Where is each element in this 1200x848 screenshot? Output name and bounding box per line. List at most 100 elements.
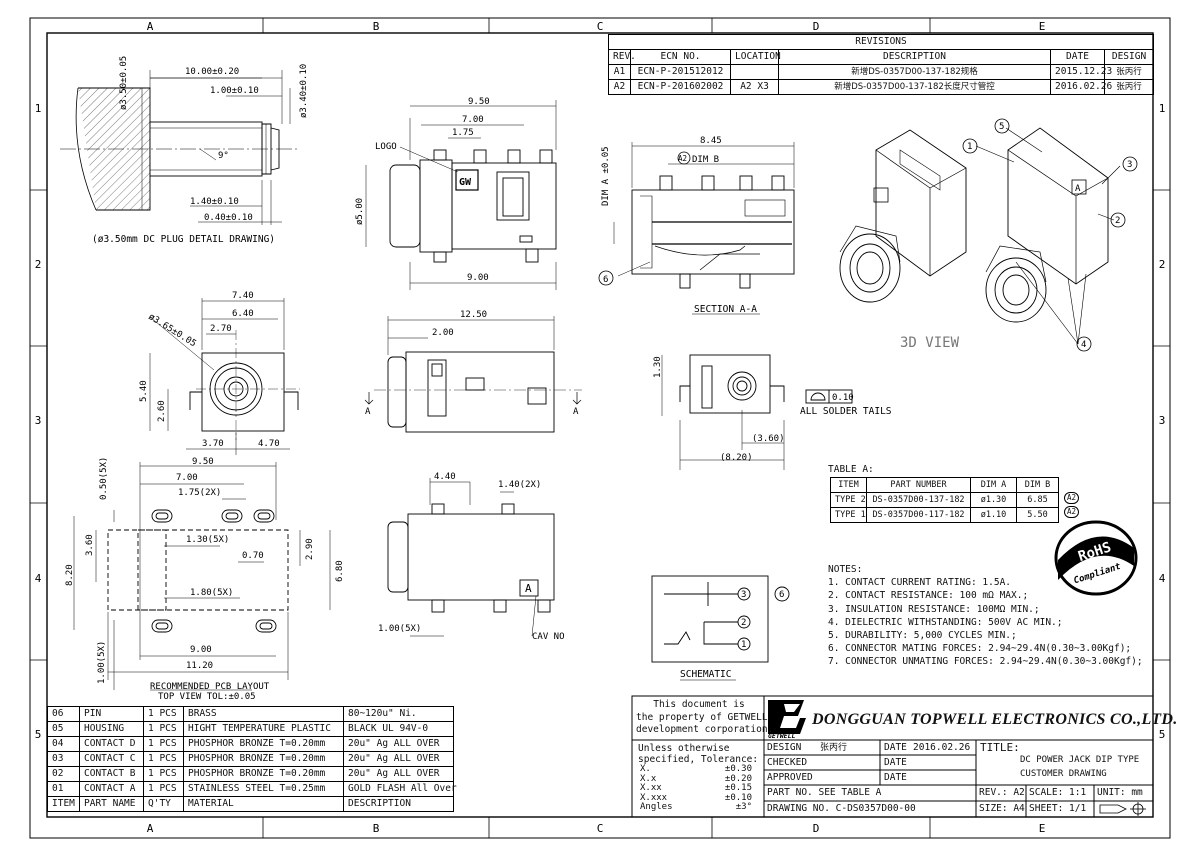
rev-header-design: DESIGN (1103, 49, 1155, 65)
table-a-rev-mark: A2 (1064, 506, 1080, 518)
balloon-5: 5 (999, 122, 1004, 132)
schematic-pin-2: 2 (741, 618, 746, 628)
company-name: DONGGUAN TOPWELL ELECTRONICS CO.,LTD. (812, 711, 1178, 728)
rev-header-ecn: ECN NO. (630, 49, 731, 65)
pcb-dim-290: 2.90 (305, 538, 315, 560)
table-a-title: TABLE A: (828, 464, 874, 475)
title-block-frame (631, 695, 1154, 818)
front-dim-470: 4.70 (258, 439, 280, 449)
zone-column-label: E (1039, 822, 1046, 835)
plug-dim-length: 10.00±0.20 (185, 67, 239, 77)
schematic-text: 3 2 1 6 SCHEMATIC (680, 590, 784, 680)
zone-column-label: B (373, 822, 380, 835)
top-dim-dia5: ø5.00 (355, 198, 365, 225)
balloon-1: 1 (967, 142, 972, 152)
top-dim-900: 9.00 (467, 273, 489, 283)
pcb-dim-700: 7.00 (176, 473, 198, 483)
note-item: 4. DIELECTRIC WITHSTANDING: 500V AC MIN.… (828, 616, 1063, 628)
rev-header-rev: REV. (608, 49, 636, 65)
view-3d-text: 3D VIEW 1 2 3 4 5 A (900, 122, 1132, 351)
note-item: 6. CONNECTOR MATING FORCES: 2.94~29.4N(0… (828, 643, 1132, 655)
revisions-heading: REVISIONS (607, 34, 1155, 50)
balloon-4: 4 (1081, 340, 1086, 350)
schematic-title: SCHEMATIC (680, 669, 731, 680)
sheet-field: SHEET: 1/1 (1029, 803, 1087, 814)
schematic (651, 575, 790, 681)
unit-field: UNIT: mm (1097, 787, 1143, 798)
logo-label: LOGO (375, 142, 397, 152)
part-no: PART NO. SEE TABLE A (767, 787, 882, 798)
section-dim-b: DIM B (692, 155, 719, 165)
jack-end-view (661, 354, 853, 470)
pcb-subcaption: TOP VIEW TOL:±0.05 (158, 692, 256, 702)
plug-detail-drawing (60, 70, 300, 225)
end-dim-820: (8.20) (720, 453, 753, 463)
plug-dim-tip: 1.00±0.10 (210, 86, 259, 96)
pcb-dim-070: 0.70 (242, 551, 264, 561)
approved-date-label: DATE (884, 772, 907, 783)
flatness-value: 0.10 (832, 393, 854, 403)
checked-label: CHECKED (767, 757, 808, 768)
pcb-dim-360: 3.60 (85, 534, 95, 556)
zone-row-label: 3 (1159, 414, 1166, 427)
view-3d-illustration (839, 118, 1138, 352)
section-dim-a: DIM A ±0.05 (601, 146, 611, 206)
jack-front-view (149, 298, 300, 455)
schematic-balloon-6: 6 (779, 590, 784, 600)
getwell-logo: GETWELL (768, 700, 806, 740)
jack-bottom-view-text: 4.40 1.40(2X) 1.00(5X) CAV NO A (378, 472, 565, 642)
schematic-pin-1: 1 (741, 640, 746, 650)
property-note: This document is the property of GETWELL… (636, 699, 774, 735)
front-dim-270: 2.70 (210, 324, 232, 334)
section-balloon-6: 6 (603, 275, 608, 285)
bottom-dim-100: 1.00(5X) (378, 624, 421, 634)
end-dim-360: (3.60) (752, 434, 785, 444)
pcb-dim-050: 0.50(5X) (99, 457, 109, 500)
plug-dim-dia-outer: ø3.50±0.05 (119, 56, 129, 110)
zone-column-label: A (147, 822, 154, 835)
zone-column-label: D (813, 822, 820, 835)
plug-dim-edge: 0.40±0.10 (204, 213, 253, 223)
getwell-logo-text: GETWELL (768, 732, 795, 740)
logo-gw: GW (459, 177, 472, 188)
note-item: 5. DURABILITY: 5,000 CYCLES MIN.; (828, 630, 1017, 642)
rev-field: REV.: A2 (979, 787, 1025, 798)
schematic-pin-3: 3 (741, 590, 746, 600)
revisions-table: REVISIONS REV. ECN NO. LOCATION DESCRIPT… (607, 34, 1155, 95)
sheet-frame (29, 17, 1171, 839)
zone-row-label: 3 (35, 414, 42, 427)
section-mark-left: A (365, 407, 371, 417)
drawing-title-line2: CUSTOMER DRAWING (1020, 769, 1107, 779)
design-label: DESIGN (767, 742, 802, 753)
zone-row-label: 1 (35, 102, 42, 115)
jack-end-view-text: 1.30 (3.60) (8.20) 0.10 ALL SOLDER TAILS (653, 356, 892, 463)
jack-front-view-text: 7.40 6.40 2.70 ø3.65±0.05 5.40 2.60 3.70… (139, 291, 280, 449)
bottom-dim-440: 4.40 (434, 472, 456, 482)
drawing-title-line1: DC POWER JACK DIP TYPE (1020, 755, 1140, 765)
section-dim-845: 8.45 (700, 136, 722, 146)
plug-dim-dia-tip: ø3.40±0.10 (299, 64, 309, 118)
top-dim-700: 7.00 (462, 115, 484, 125)
solder-tails-note: ALL SOLDER TAILS (800, 406, 892, 417)
scale-field: SCALE: 1:1 (1029, 787, 1087, 798)
note-item: 7. CONNECTOR UNMATING FORCES: 2.94~29.4N… (828, 656, 1143, 668)
zone-row-label: 5 (1159, 728, 1166, 741)
zone-row-label: 2 (1159, 258, 1166, 271)
rohs-badge: RoHS Compliant (1054, 520, 1138, 596)
jack-side-view (364, 316, 582, 433)
side-dim-200: 2.00 (432, 328, 454, 338)
balloon-3: 3 (1127, 160, 1132, 170)
cav-mark: A (525, 582, 532, 595)
notes-title: NOTES: (828, 564, 863, 575)
front-dim-370: 3.70 (202, 439, 224, 449)
